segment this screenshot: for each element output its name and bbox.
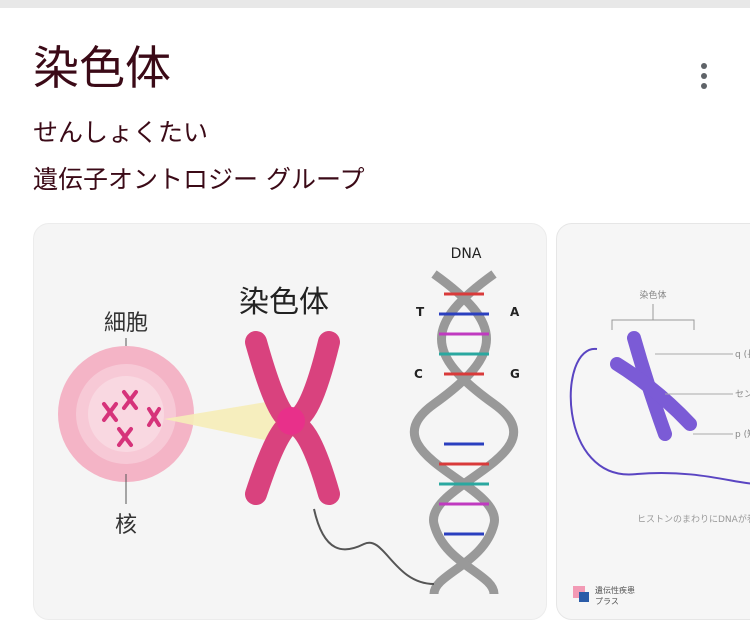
label-centromere: セント (735, 389, 750, 400)
category-subtitle: 遺伝子オントロジー グループ (33, 165, 365, 194)
label-histone: ヒストンのまわりにDNAが巻 (637, 513, 750, 525)
label-chromosome-2: 染色体 (639, 289, 666, 301)
label-p-arm: p (短 (735, 428, 750, 440)
label-c: C (414, 367, 423, 381)
label-nucleus: 核 (115, 513, 137, 538)
label-dna: DNA (451, 246, 482, 262)
label-a: A (510, 305, 520, 319)
label-g: G (510, 367, 520, 381)
logo-line1: 遺伝性疾患 (595, 585, 635, 595)
reading-subtitle: せんしょくたい (33, 118, 209, 147)
label-q-arm: q (長 (735, 349, 750, 360)
image-chromosome-structure[interactable]: 染色体 q (長 セント p (短 ヒストンのまわりにDNAが巻 遺伝性疾患 プ… (556, 223, 750, 620)
label-chromosome: 染色体 (239, 285, 329, 320)
more-options-button[interactable] (690, 58, 718, 94)
logo-line2: プラス (595, 597, 619, 606)
label-cell: 細胞 (104, 311, 148, 336)
label-t: T (416, 305, 425, 319)
top-divider (0, 0, 750, 8)
image-chromosome-diagram[interactable]: 細胞 核 染色体 DNA T A C G (33, 223, 547, 620)
more-vert-icon (701, 63, 707, 69)
page-title: 染色体 (33, 41, 171, 95)
